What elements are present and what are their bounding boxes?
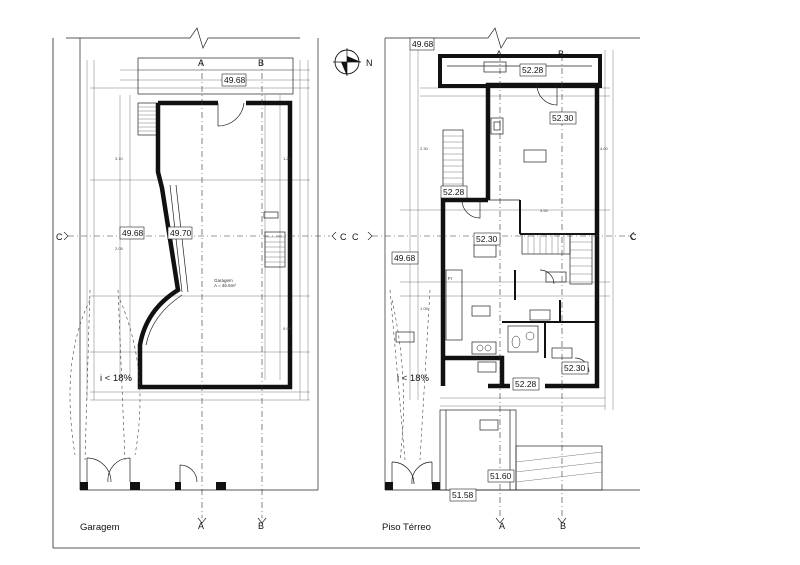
section-c-mid-right: C [352,232,359,242]
elev-right-left: 49.68 [394,253,416,263]
elev-right-lower-center: 51.60 [490,471,512,481]
section-c-left: C [56,232,63,242]
svg-text:1.20: 1.20 [283,156,292,161]
garage-gate-left [86,457,131,483]
section-b-bottom-right: B [560,521,566,531]
house-walls-upper [485,82,600,389]
section-c-right: C [630,232,637,242]
section-a-top-right: A [496,49,502,59]
section-a-top-left: A [198,58,204,68]
stair-right [264,231,286,268]
section-a-bottom-left: A [198,521,204,531]
caption-garagem: Garagem [80,522,120,533]
svg-text:3.10: 3.10 [115,156,124,161]
fridge-label: Fr [448,276,453,281]
ground-floor-plan: Fr [372,27,640,518]
elev-right-bottom-center: 52.28 [515,379,537,389]
elev-right-corner: 49.68 [412,39,434,49]
garage-walls [137,100,293,390]
room-area-garage: A = 46.6m² [214,283,236,288]
section-b-bottom-left: B [258,521,264,531]
elev-right-center: 52.30 [476,234,498,244]
svg-text:3.55: 3.55 [540,208,549,213]
room-label-garage: Garagem [214,278,233,283]
svg-text:2.30: 2.30 [420,146,429,151]
elev-right-upper-right: 52.30 [552,113,574,123]
svg-text:0.90: 0.90 [283,326,292,331]
house-walls-lower [440,197,505,386]
stair-top-left [137,102,159,136]
elev-right-mid-left: 52.28 [443,187,465,197]
elev-left-center: 49.70 [170,228,192,238]
elev-right-top: 52.28 [522,65,544,75]
svg-text:4.00: 4.00 [600,146,609,151]
section-c-mid-left: C [340,232,347,242]
north-arrow: N [333,48,373,76]
stair-upper-left [442,129,464,189]
section-a-bottom-right: A [499,521,505,531]
elev-left-top: 49.68 [224,75,246,85]
gate-right-plan [391,461,433,485]
svg-text:2.05: 2.05 [115,246,124,251]
section-b-top-right: B [558,49,564,59]
slope-left: i < 18% [100,373,133,384]
section-b-top-left: B [258,58,264,68]
elev-left-inner: 49.68 [122,228,144,238]
stair-interior [521,233,593,285]
elev-right-lower-left: 51.58 [452,490,474,500]
caption-piso-terreo: Piso Térreo [382,522,431,533]
garage-plan: 49.68 49.68 49.70 Garagem A = 46.6m² i <… [66,27,330,518]
elev-right-bottom-right: 52.30 [564,363,586,373]
north-label: N [366,58,373,68]
svg-text:1.05: 1.05 [420,306,429,311]
slope-right: i < 18% [397,373,430,384]
garage-gate-right [179,464,198,483]
